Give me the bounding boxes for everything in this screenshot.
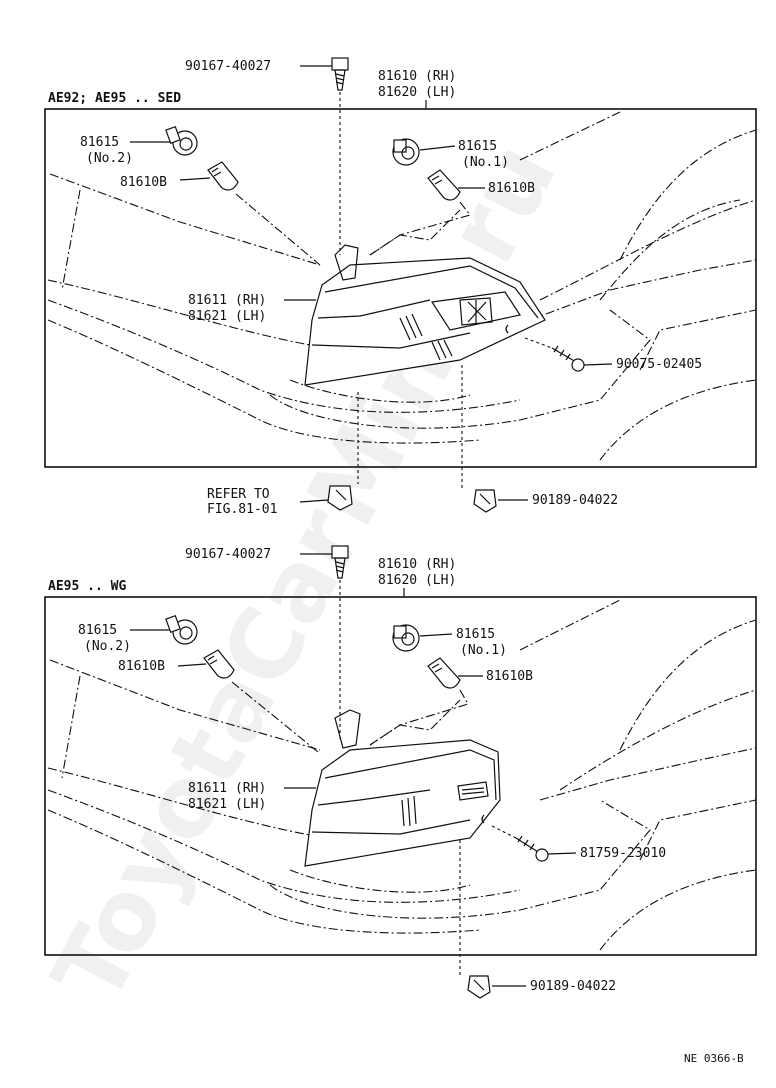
screw-icon [551,345,585,372]
socket-no2-icon [165,614,198,645]
panel-sedan-title: AE92; AE95 .. SED [48,91,181,106]
label-bolt-wagon: 90167-40027 [185,547,271,562]
bulb-left-icon [207,161,239,191]
body-outline-sedan [47,111,757,461]
watermark: ToyotaCarMine.ru [31,125,578,1020]
clip-icon [473,489,497,513]
label-bolt-sedan: 90167-40027 [185,59,271,74]
bulb-right-icon [427,657,461,689]
panel-wagon-title: AE95 .. WG [48,579,126,594]
label-clip-sedan: 90189-04022 [532,493,618,508]
label-bulb-left-wagon: 81610B [118,659,165,674]
panel-sedan: AE92; AE95 .. SED [44,57,757,517]
label-lamp-assy-lh-sedan: 81620 (LH) [378,85,456,100]
socket-no1-icon [392,138,420,166]
screw-icon [515,835,549,862]
label-socket2-sub-wagon: (No.2) [84,639,131,654]
panel-wagon: AE95 .. WG [44,545,757,999]
bolt-icon [331,545,349,579]
bulb-left-icon [203,649,235,679]
label-lens-lh-wagon: 81621 (LH) [188,797,266,812]
label-bulb-right-wagon: 81610B [486,669,533,684]
label-screw-sedan: 90075-02405 [616,357,702,372]
label-socket2-num-wagon: 81615 [78,623,117,638]
clip-refer-icon [327,485,353,511]
label-refer-fig-sedan: FIG.81-01 [207,502,277,517]
lamp-assembly-wagon [304,709,501,867]
bolt-icon [331,57,349,91]
bulb-right-icon [427,169,461,201]
label-socket1-sub-wagon: (No.1) [460,643,507,658]
figure-code: NE 0366-B [684,1052,744,1065]
label-lens-lh-sedan: 81621 (LH) [188,309,266,324]
socket-no2-icon [165,125,198,156]
label-socket1-sub-sedan: (No.1) [462,155,509,170]
label-lamp-assy-rh-sedan: 81610 (RH) [378,69,456,84]
clip-icon [467,975,491,999]
body-outline-wagon [47,599,757,951]
label-lamp-assy-lh-wagon: 81620 (LH) [378,573,456,588]
panel-wagon-frame [44,596,757,956]
label-lens-rh-sedan: 81611 (RH) [188,293,266,308]
socket-no1-icon [392,624,420,652]
lamp-assembly-sedan [304,244,546,386]
label-socket1-num-wagon: 81615 [456,627,495,642]
label-refer-sedan: REFER TO [207,487,270,502]
label-bulb-right-sedan: 81610B [488,181,535,196]
label-screw-wagon: 81759-23010 [580,846,666,861]
label-socket2-num-sedan: 81615 [80,135,119,150]
label-socket1-num-sedan: 81615 [458,139,497,154]
panel-sedan-frame [44,108,757,468]
label-lens-rh-wagon: 81611 (RH) [188,781,266,796]
label-bulb-left-sedan: 81610B [120,175,167,190]
label-clip-wagon: 90189-04022 [530,979,616,994]
label-socket2-sub-sedan: (No.2) [86,151,133,166]
label-lamp-assy-rh-wagon: 81610 (RH) [378,557,456,572]
